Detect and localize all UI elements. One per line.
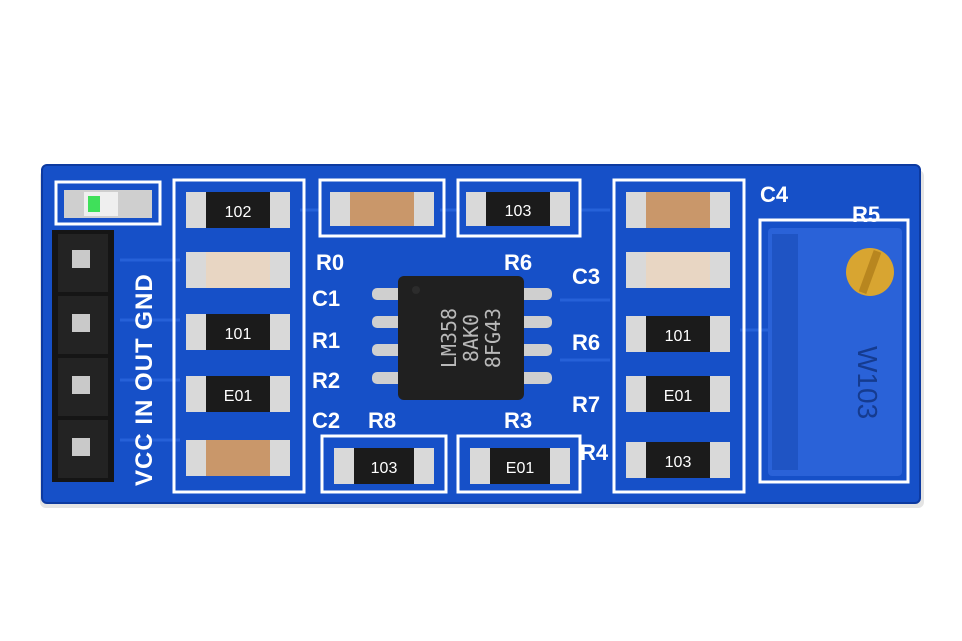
component-right-2 xyxy=(626,252,730,288)
component-right-5: 103 xyxy=(626,442,730,478)
label-r3: R3 xyxy=(504,408,532,433)
component-left-2 xyxy=(186,252,290,288)
pin-out xyxy=(72,376,90,394)
label-c2: C2 xyxy=(312,408,340,433)
component-label: 103 xyxy=(665,454,692,471)
component-right-1 xyxy=(626,192,730,228)
pin-gnd xyxy=(72,438,90,456)
label-r6-top: R6 xyxy=(504,250,532,275)
header-label: VCC IN OUT GND xyxy=(131,273,158,486)
component-left-3: 101 xyxy=(186,314,290,350)
label-r0: R0 xyxy=(316,250,344,275)
label-c3: C3 xyxy=(572,264,600,289)
component-label: 101 xyxy=(225,326,252,343)
chip-line-3: 8FG43 xyxy=(481,308,505,368)
chip-line-2: 8AK0 xyxy=(459,314,483,362)
component-label: E01 xyxy=(506,460,535,477)
label-r5: R5 xyxy=(852,202,880,227)
component-label: 102 xyxy=(225,204,252,221)
trimpot: W103 xyxy=(768,228,902,476)
component-label: E01 xyxy=(664,388,693,405)
label-r4: R4 xyxy=(580,440,609,465)
silkscreen-frames xyxy=(54,178,910,494)
chip-line-1: LM358 xyxy=(437,308,461,368)
label-r7: R7 xyxy=(572,392,600,417)
component-top-3: 103 xyxy=(466,192,570,226)
lm358-chip: LM358 8AK0 8FG43 xyxy=(372,276,552,400)
component-right-4: E01 xyxy=(626,376,730,412)
component-top-1 xyxy=(330,192,434,226)
label-r1: R1 xyxy=(312,328,340,353)
label-r2: R2 xyxy=(312,368,340,393)
trimpot-label: W103 xyxy=(852,346,883,419)
component-left-5 xyxy=(186,440,290,476)
component-left-4: E01 xyxy=(186,376,290,412)
component-bottom-2: E01 xyxy=(470,448,570,484)
pin-header xyxy=(52,230,114,482)
component-label: 103 xyxy=(371,460,398,477)
component-label: E01 xyxy=(224,388,253,405)
label-c4: C4 xyxy=(760,182,789,207)
component-label: 103 xyxy=(505,203,532,220)
component-bottom-1: 103 xyxy=(334,448,434,484)
label-r6-right: R6 xyxy=(572,330,600,355)
label-r8: R8 xyxy=(368,408,396,433)
component-label: 101 xyxy=(665,328,692,345)
pin-in xyxy=(72,314,90,332)
component-left-1: 102 xyxy=(186,192,290,228)
led xyxy=(64,190,152,218)
pin-vcc xyxy=(72,250,90,268)
component-right-3: 101 xyxy=(626,316,730,352)
label-c1: C1 xyxy=(312,286,340,311)
